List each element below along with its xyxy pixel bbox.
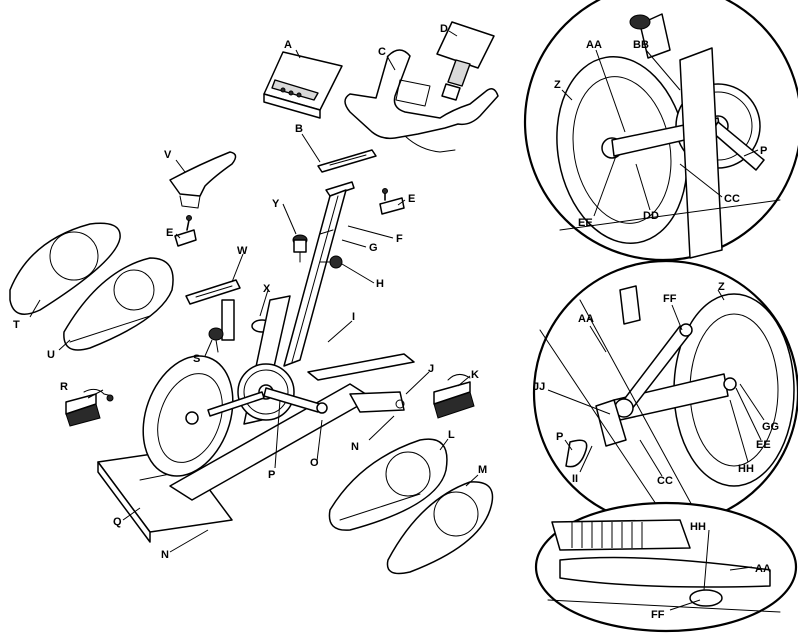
label-e-left: E <box>166 227 173 239</box>
label-u: U <box>47 349 55 361</box>
label-f: F <box>396 233 403 245</box>
label-dd-d1: DD <box>643 210 659 222</box>
label-jj-d2: JJ <box>533 381 545 393</box>
knob-part-s <box>208 327 224 353</box>
handlebar-post-part-f <box>283 181 355 367</box>
main-frame <box>97 295 415 543</box>
label-p-d2: P <box>556 431 563 443</box>
label-aa-d3: AA <box>755 563 771 575</box>
label-bb-d1: BB <box>633 39 649 51</box>
label-p-d1: P <box>760 145 767 157</box>
seat-part-v <box>169 151 237 209</box>
label-z-d1: Z <box>554 79 561 91</box>
label-gg-d2: GG <box>762 421 779 433</box>
label-s: S <box>193 353 200 365</box>
label-r: R <box>60 381 68 393</box>
label-aa-d2: AA <box>578 313 594 325</box>
bolt-part-e-right <box>379 188 405 215</box>
callout-labels: A B C D E E F G H I J K L M N N O P Q R … <box>13 23 779 621</box>
label-n-bottom: N <box>161 549 169 561</box>
label-ff-d2: FF <box>663 293 677 305</box>
detail-view-2 <box>532 259 798 527</box>
label-h: H <box>376 278 384 290</box>
label-a: A <box>284 39 292 51</box>
label-n-right: N <box>351 441 359 453</box>
label-ee-d2: EE <box>756 439 771 451</box>
leader-lines <box>29 30 765 611</box>
label-e-right: E <box>408 193 415 205</box>
label-d: D <box>440 23 448 35</box>
label-aa-d1: AA <box>586 39 602 51</box>
belt-guard-part-u <box>63 257 174 351</box>
label-k: K <box>471 369 479 381</box>
label-p: P <box>268 469 275 481</box>
detail-view-1 <box>523 0 798 262</box>
label-q: Q <box>113 516 122 528</box>
label-w: W <box>237 245 248 257</box>
console-part-a <box>263 51 343 119</box>
label-o: O <box>310 457 319 469</box>
label-b: B <box>295 123 303 135</box>
pedal-part-k <box>433 374 475 419</box>
label-z-d2: Z <box>718 281 725 293</box>
belt-guard-part-t <box>9 222 121 315</box>
detail-view-3 <box>534 501 798 633</box>
label-m: M <box>478 464 487 476</box>
tablet-holder-part-d <box>436 21 495 101</box>
label-ee-d1: EE <box>578 217 593 229</box>
label-ii-d2: II <box>572 473 578 485</box>
belt-guard-part-l <box>328 438 448 531</box>
label-x: X <box>263 283 271 295</box>
bolt-part-e-left <box>174 215 197 247</box>
pedal-part-r <box>65 388 114 427</box>
label-hh-d3: HH <box>690 521 706 533</box>
label-ff-d3: FF <box>651 609 665 621</box>
label-l: L <box>448 429 455 441</box>
label-g: G <box>369 242 378 254</box>
slider-rail-part-b <box>317 149 377 173</box>
seat-post-part-w <box>185 279 241 341</box>
label-i: I <box>352 311 355 323</box>
label-c: C <box>378 46 386 58</box>
knob-part-y <box>292 234 308 263</box>
label-y: Y <box>272 198 280 210</box>
label-j: J <box>428 363 434 375</box>
knob-part-h <box>319 255 343 269</box>
label-cc-d1: CC <box>724 193 740 205</box>
label-t: T <box>13 319 20 331</box>
label-cc-d2: CC <box>657 475 673 487</box>
label-v: V <box>164 149 172 161</box>
belt-guard-part-m <box>386 481 494 575</box>
handlebar-part-c <box>344 49 499 153</box>
label-hh-d2: HH <box>738 463 754 475</box>
